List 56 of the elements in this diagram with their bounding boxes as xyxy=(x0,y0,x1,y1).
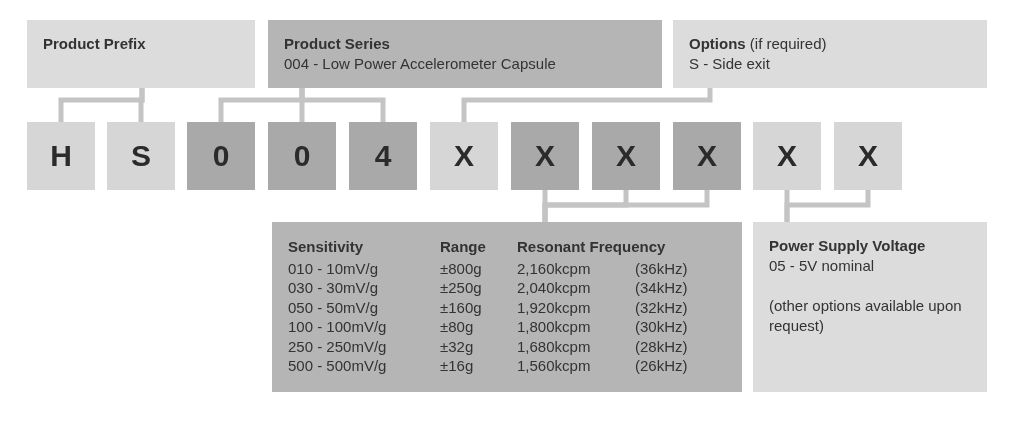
table-cell-text: 1,680kcpm xyxy=(517,337,592,357)
table-cell-text: 010 - 10mV/g xyxy=(288,259,380,279)
column-header: Resonant Frequency xyxy=(517,238,667,257)
table-cell-text: ±80g xyxy=(440,318,475,337)
panel-text: 004 - Low Power Accelerometer Capsule xyxy=(284,54,557,74)
table-cell-text: 500 - 500mV/g xyxy=(288,357,388,376)
table-cell-text: 1,920kcpm xyxy=(517,298,592,318)
code-character-box: H xyxy=(27,122,95,190)
code-character-box: X xyxy=(592,122,660,190)
table-cell-text: 100 - 100mV/g xyxy=(288,318,388,337)
code-character-box: X xyxy=(834,122,902,190)
panel-heading: Product Series xyxy=(284,34,391,54)
table-cell-text: 2,160kcpm xyxy=(517,259,592,279)
code-character-box: X xyxy=(753,122,821,190)
table-cell-text: ±800g xyxy=(440,259,483,279)
code-character-box: 0 xyxy=(187,122,255,190)
table-cell-text: 1,560kcpm xyxy=(517,357,592,376)
column-header: Range xyxy=(440,238,487,257)
connector-line xyxy=(461,88,713,122)
connector-line xyxy=(784,190,871,222)
panel-heading: Power Supply Voltage xyxy=(769,236,927,256)
code-character-box: 0 xyxy=(268,122,336,190)
panel-text: 05 - 5V nominal xyxy=(769,256,876,276)
table-cell-text: (34kHz) xyxy=(635,279,689,298)
table-cell-text: 050 - 50mV/g xyxy=(288,298,380,318)
info-panel xyxy=(27,20,255,88)
panel-heading: Options (if required) xyxy=(689,34,828,54)
table-cell-text: 250 - 250mV/g xyxy=(288,337,388,357)
table-cell-text: 030 - 30mV/g xyxy=(288,279,380,298)
table-cell-text: 1,800kcpm xyxy=(517,318,592,337)
panel-text: S - Side exit xyxy=(689,54,771,74)
table-cell-text: (28kHz) xyxy=(635,337,689,357)
connector-line xyxy=(138,88,145,122)
table-cell-text: 2,040kcpm xyxy=(517,279,592,298)
table-cell-text: (26kHz) xyxy=(635,357,689,376)
table-cell-text: (36kHz) xyxy=(635,259,689,279)
info-panel xyxy=(673,20,987,88)
code-character-box: X xyxy=(673,122,741,190)
code-character-box: X xyxy=(511,122,579,190)
panel-heading: Product Prefix xyxy=(43,34,147,54)
panel-text: (other options available upon request) xyxy=(769,296,963,336)
table-cell-text: (30kHz) xyxy=(635,318,689,337)
connector-line xyxy=(542,190,710,222)
table-cell-text: ±250g xyxy=(440,279,483,298)
specification-table-panel xyxy=(272,222,742,392)
connector-line xyxy=(299,88,386,122)
info-panel xyxy=(268,20,662,88)
table-cell-text: ±160g xyxy=(440,298,483,318)
info-panel xyxy=(753,222,987,392)
table-cell-text: ±32g xyxy=(440,337,475,357)
column-header: Sensitivity xyxy=(288,238,365,257)
code-character-box: S xyxy=(107,122,175,190)
table-cell-text: ±16g xyxy=(440,357,475,376)
code-character-box: 4 xyxy=(349,122,417,190)
code-character-box: X xyxy=(430,122,498,190)
table-cell-text: (32kHz) xyxy=(635,298,689,318)
